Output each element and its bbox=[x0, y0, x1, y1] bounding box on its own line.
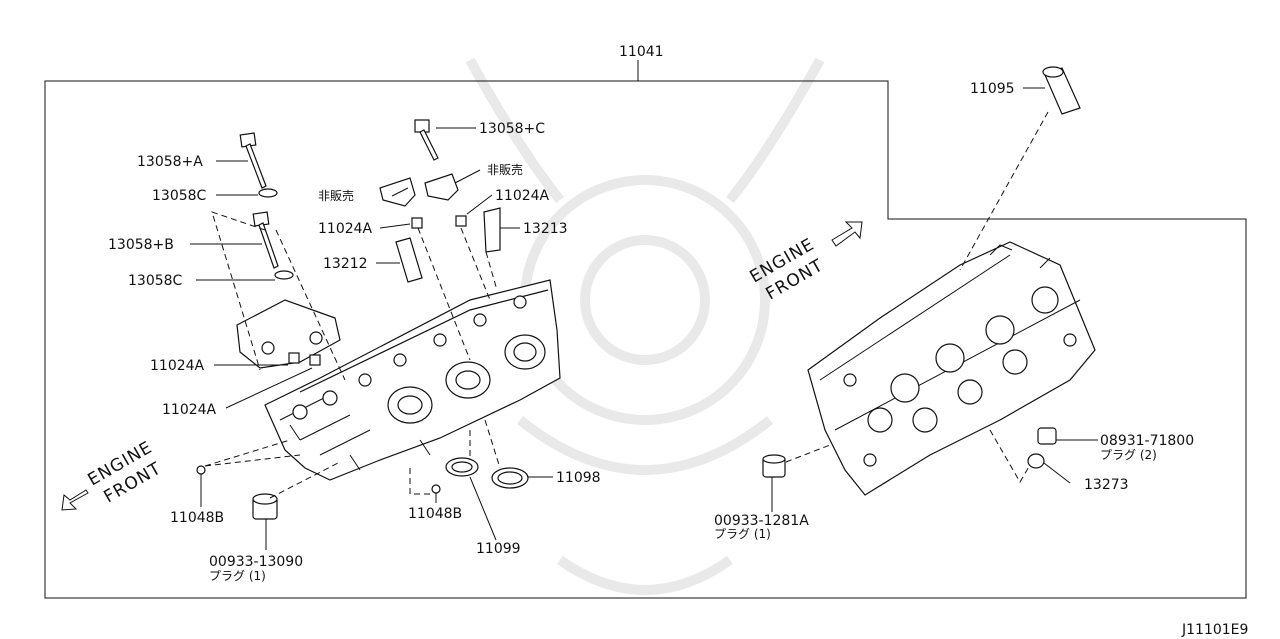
part-label-13058-plus-c[interactable]: 13058+C bbox=[479, 121, 545, 137]
dowel-11024a-d bbox=[455, 215, 467, 227]
seal-inner-icon bbox=[451, 461, 473, 473]
engine-front-left-arrow-icon bbox=[61, 489, 89, 511]
engine-front-left-indicator: ENGINE FRONT bbox=[61, 437, 165, 511]
part-label-11095[interactable]: 11095 bbox=[970, 81, 1015, 97]
part-label-13058-plus-b[interactable]: 13058+B bbox=[108, 237, 174, 253]
bolt-13058-plus-c bbox=[414, 119, 439, 161]
dowel-11024a-c bbox=[411, 217, 423, 229]
part-label-13058-plus-a[interactable]: 13058+A bbox=[137, 154, 203, 170]
part-label-11024a-mid[interactable]: 11024A bbox=[150, 358, 205, 374]
bracket-hole-icon bbox=[261, 341, 275, 355]
plug-08931-71800 bbox=[1037, 427, 1057, 445]
cap-non-sale-right bbox=[424, 173, 459, 201]
part-label-08931-sub: プラグ (2) bbox=[1100, 448, 1157, 462]
part-label-13058c-top[interactable]: 13058C bbox=[152, 188, 207, 204]
leader-lines bbox=[190, 87, 1098, 550]
part-label-11098[interactable]: 11098 bbox=[556, 470, 601, 486]
part-label-00933-1281a[interactable]: 00933-1281A bbox=[714, 513, 809, 529]
part-label-11099[interactable]: 11099 bbox=[476, 541, 521, 557]
pin-11048b-mid bbox=[431, 484, 441, 494]
dowel-11024a-b bbox=[309, 354, 321, 366]
washer-13058c-bottom bbox=[274, 270, 294, 280]
part-label-13273[interactable]: 13273 bbox=[1084, 477, 1129, 493]
watermark-logo bbox=[465, 57, 825, 595]
label-hihanbai-right: 非販売 bbox=[487, 162, 523, 177]
left-cylinder-head bbox=[264, 279, 561, 481]
plug-top-icon bbox=[252, 493, 278, 505]
seal-inner-icon bbox=[497, 471, 523, 485]
bolt-13058-b bbox=[252, 211, 279, 269]
label-hihanbai-left: 非販売 bbox=[318, 188, 354, 203]
part-label-00933-1281a-sub: プラグ (1) bbox=[714, 527, 771, 541]
part-label-13213[interactable]: 13213 bbox=[523, 221, 568, 237]
dashed-guides bbox=[204, 111, 1049, 499]
part-label-08931-71800[interactable]: 08931-71800 bbox=[1100, 433, 1194, 449]
part-label-00933-13090-sub: プラグ (1) bbox=[209, 569, 266, 583]
part-label-13212[interactable]: 13212 bbox=[323, 256, 368, 272]
bracket-hole-icon bbox=[309, 331, 323, 345]
bolt-13058-a bbox=[239, 132, 267, 189]
pin-11048b-left bbox=[196, 465, 206, 475]
part-label-11024a-top-left[interactable]: 11024A bbox=[318, 221, 373, 237]
sleeve-13212 bbox=[395, 237, 423, 283]
part-label-00933-13090[interactable]: 00933-13090 bbox=[209, 554, 303, 570]
cap-non-sale-left bbox=[379, 177, 416, 207]
part-label-11024a-top-right[interactable]: 11024A bbox=[495, 188, 550, 204]
washer-13058c-top bbox=[258, 188, 278, 198]
tube-end-icon bbox=[1042, 66, 1064, 78]
ring-13273 bbox=[1027, 453, 1045, 469]
engine-front-right-arrow-icon bbox=[831, 221, 863, 247]
part-label-11048b-mid[interactable]: 11048B bbox=[408, 506, 462, 522]
part-label-13058c-bottom[interactable]: 13058C bbox=[128, 273, 183, 289]
part-label-11024a-low[interactable]: 11024A bbox=[162, 402, 217, 418]
right-cylinder-head bbox=[807, 241, 1096, 496]
sleeve-13213 bbox=[483, 207, 501, 253]
diagram-code: J11101E9 bbox=[1181, 622, 1248, 638]
part-label-11048b-left[interactable]: 11048B bbox=[170, 510, 224, 526]
dowel-11024a-a bbox=[288, 352, 300, 364]
assembly-frame bbox=[44, 80, 1247, 599]
plug-top-icon bbox=[762, 454, 786, 464]
assembly-number-label[interactable]: 11041 bbox=[619, 44, 664, 60]
